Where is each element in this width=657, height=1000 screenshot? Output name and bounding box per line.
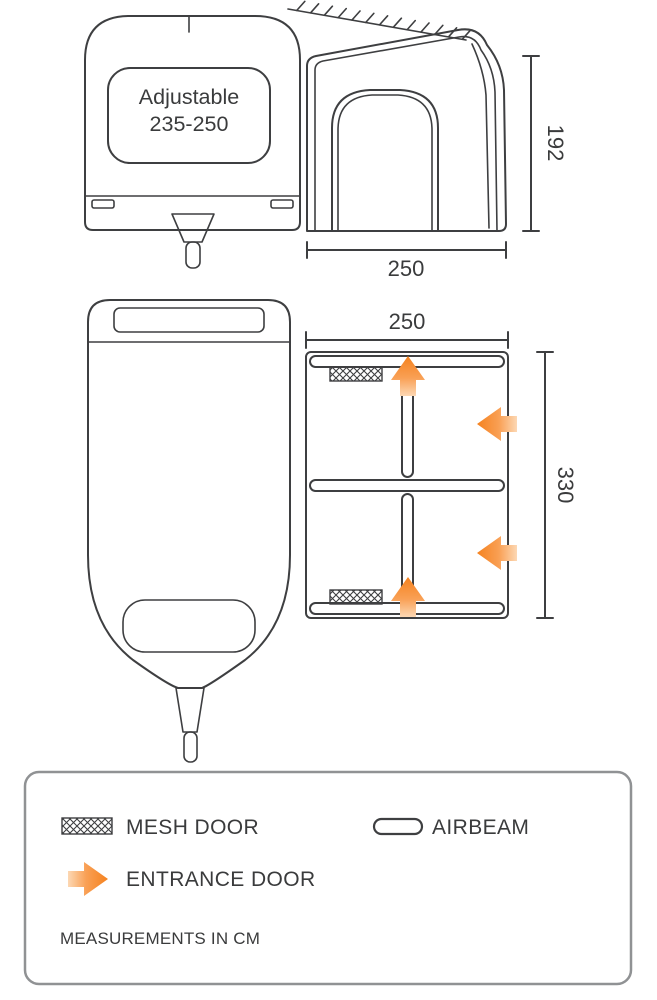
- caravan-label-line2: 235-250: [150, 112, 229, 136]
- airbeam-legend-label: AIRBEAM: [432, 816, 529, 839]
- awning-plan-outline: [305, 351, 509, 619]
- height-dimension: 192: [522, 55, 568, 232]
- caravan-rear-view: Adjustable 235-250: [84, 15, 301, 269]
- caravan-body: [84, 15, 301, 231]
- caravan-plan-body: [87, 299, 291, 689]
- awning-door-outer: [331, 89, 439, 232]
- plan-depth-dimension: 330: [536, 351, 578, 619]
- caravan-plan-rear-window: [113, 307, 265, 333]
- airbeam-middle: [309, 479, 505, 492]
- hatch-marks: [296, 0, 472, 40]
- plan-width-dimension: 250: [305, 309, 509, 349]
- caravan-jockey-wheel: [185, 241, 201, 269]
- caravan-light-left: [91, 199, 115, 209]
- side-width-dimension: 250: [306, 241, 507, 281]
- plan-width-dimension-line: [305, 331, 509, 349]
- caravan-plan-front-window: [122, 599, 256, 653]
- mesh-door-bottom-icon: [329, 589, 383, 605]
- mesh-door-top-icon: [329, 366, 383, 382]
- awning-inner-outline: [314, 35, 498, 232]
- side-view: Adjustable 235-250 192: [84, 0, 568, 281]
- height-dimension-line: [522, 55, 540, 232]
- caravan-plan-hitch: [183, 731, 198, 763]
- caravan-hitch-body: [171, 213, 215, 243]
- side-width-dimension-line: [306, 241, 507, 259]
- plan-view: 250 330: [87, 299, 578, 763]
- side-width-dimension-label: 250: [388, 256, 425, 281]
- height-dimension-label: 192: [543, 125, 568, 162]
- plan-depth-dimension-label: 330: [553, 467, 578, 504]
- caravan-label-line1: Adjustable: [139, 85, 239, 109]
- measurements-note: MEASUREMENTS IN CM: [60, 929, 260, 948]
- airbeam-legend-icon: [372, 817, 424, 836]
- legend: MESH DOOR AIRBEAM ENTRANCE DOOR MEASUREM…: [23, 770, 633, 986]
- caravan-light-right: [270, 199, 294, 209]
- awning-door-inner: [337, 94, 433, 232]
- mesh-door-legend-icon: [61, 817, 113, 835]
- awning-front-view: [306, 28, 507, 232]
- legend-box: [23, 770, 633, 986]
- awning-plan: [305, 351, 517, 619]
- plan-depth-dimension-line: [536, 351, 554, 619]
- caravan-window: [107, 67, 271, 164]
- awning-corner-seam: [471, 43, 490, 229]
- mesh-door-legend-label: MESH DOOR: [126, 816, 259, 839]
- caravan-plan-drawbar: [175, 687, 205, 733]
- entrance-door-legend-label: ENTRANCE DOOR: [126, 868, 316, 891]
- caravan-plan: [87, 299, 291, 763]
- plan-width-dimension-label: 250: [389, 309, 426, 334]
- awning-outer-outline: [306, 28, 507, 232]
